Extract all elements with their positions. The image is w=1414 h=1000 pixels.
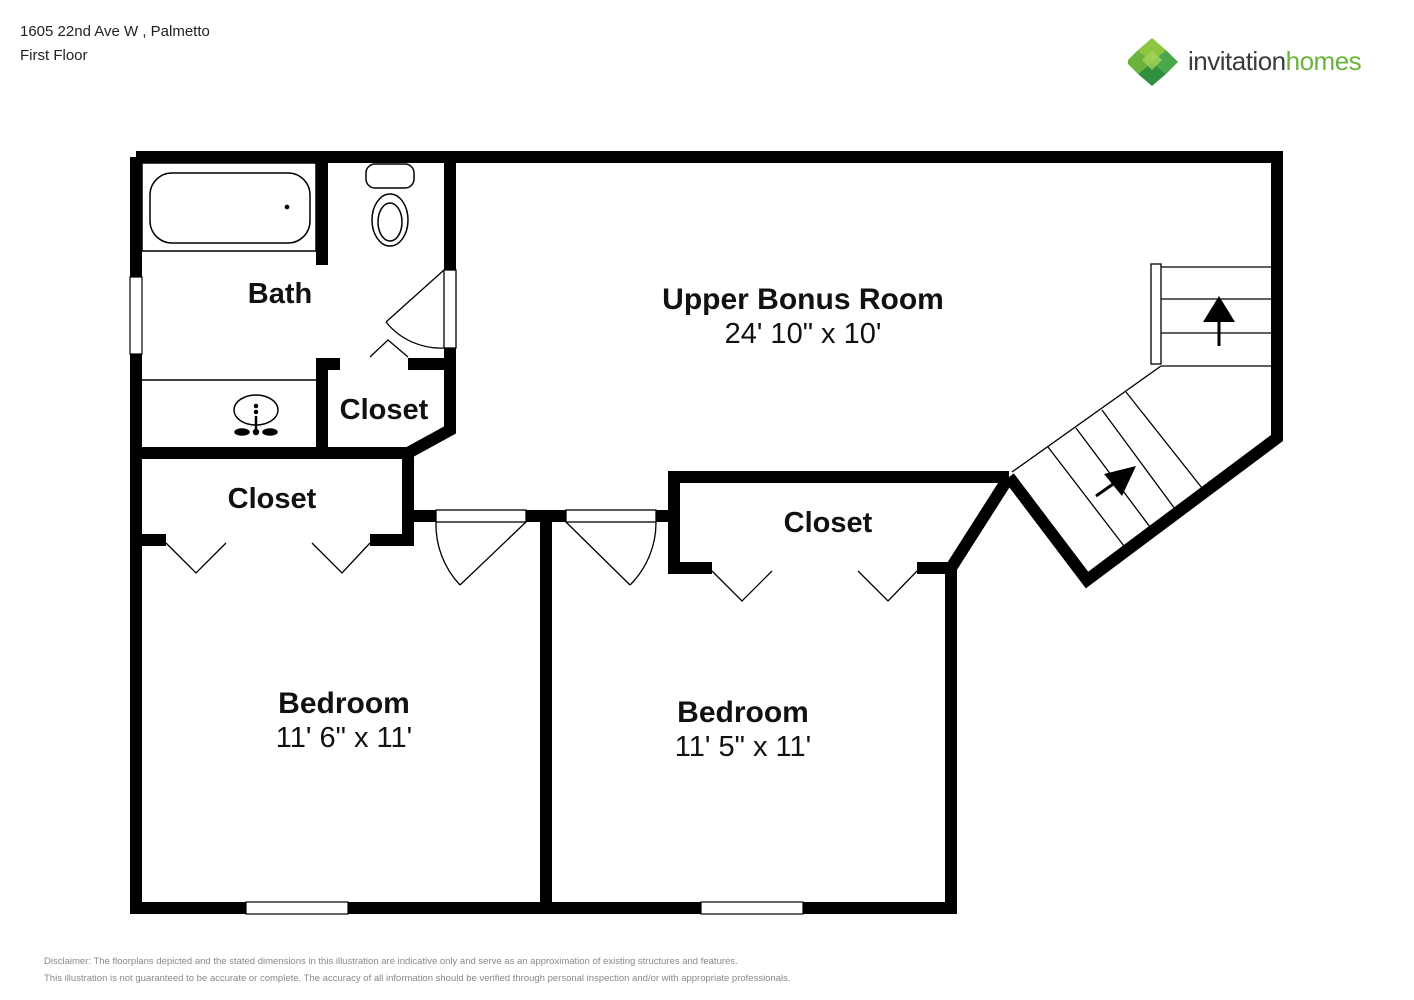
room-closet-right: Closet: [784, 506, 873, 540]
bath-door-swing: [385, 321, 445, 349]
bedroom-right-door-swing: [629, 521, 657, 586]
disclaimer-line-2: This illustration is not guaranteed to b…: [44, 973, 791, 984]
room-dims-bedroom-right: 11' 5" x 11': [674, 731, 812, 763]
floor-label: First Floor: [20, 47, 88, 64]
windows: [129, 276, 804, 915]
bath-closet-door: [369, 339, 409, 358]
bath-door: [385, 269, 445, 323]
disclaimer-line-1: Disclaimer: The floorplans depicted and …: [44, 956, 738, 967]
room-name-bedroom-left: Bedroom: [278, 687, 410, 720]
room-closet-left: Closet: [228, 482, 317, 516]
room-name-bedroom-right: Bedroom: [677, 696, 809, 729]
bedroom-right-door: [565, 521, 631, 586]
room-upper-bonus: Upper Bonus Room 24' 10" x 10': [662, 283, 944, 351]
walls: [130, 151, 1283, 914]
closet-left-door-a: [165, 542, 227, 574]
address-header: 1605 22nd Ave W , Palmetto First Floor: [20, 20, 210, 68]
logo-mark-icon: [1126, 38, 1178, 86]
disclaimer: Disclaimer: The floorplans depicted and …: [44, 953, 791, 987]
room-closet-bath: Closet: [340, 393, 429, 427]
tub-icon: [149, 172, 311, 244]
bath-fixtures: [141, 162, 415, 436]
bedroom-left-door: [459, 521, 527, 586]
logo-wordmark: invitationhomes: [1188, 46, 1362, 77]
closet-right-door-b: [857, 570, 918, 602]
room-dims-bonus: 24' 10" x 10': [724, 318, 882, 350]
room-name-closet-left: Closet: [227, 483, 317, 515]
stairs: [1011, 263, 1271, 547]
closet-right-door-a: [711, 570, 773, 602]
window-bedroom-right: [700, 901, 804, 915]
toilet-tank-icon: [365, 163, 415, 189]
stair-diagonal-arrow-icon: [1104, 466, 1136, 496]
company-logo: invitationhomes: [1126, 36, 1388, 90]
doors: [165, 269, 918, 602]
room-name-bath: Bath: [247, 278, 313, 310]
window-bath: [129, 276, 143, 355]
logo-text-homes: homes: [1285, 46, 1362, 76]
closet-left-door-b: [311, 542, 371, 574]
bedroom-left-door-swing: [435, 521, 461, 586]
room-bath: Bath: [248, 277, 312, 311]
outer-wall-top-right: [136, 151, 1283, 589]
room-name-closet-bath: Closet: [339, 394, 429, 426]
bath-closet-right-wall: [405, 348, 456, 459]
room-name-bonus: Upper Bonus Room: [662, 283, 944, 316]
angled-wall: [945, 473, 1015, 572]
stair-up-arrow-icon: [1203, 296, 1235, 322]
tub-outline: [141, 162, 317, 252]
room-name-closet-right: Closet: [783, 507, 873, 539]
room-dims-bedroom-left: 11' 6" x 11': [275, 722, 413, 754]
room-bedroom-right: Bedroom 11' 5" x 11': [675, 696, 811, 764]
room-bedroom-left: Bedroom 11' 6" x 11': [276, 687, 412, 755]
window-bedroom-left: [245, 901, 349, 915]
stair-arrows: [1095, 296, 1235, 498]
toilet-bowl-icon: [371, 193, 409, 247]
address-text: 1605 22nd Ave W , Palmetto: [20, 23, 210, 40]
logo-text-invitation: invitation: [1188, 46, 1286, 76]
